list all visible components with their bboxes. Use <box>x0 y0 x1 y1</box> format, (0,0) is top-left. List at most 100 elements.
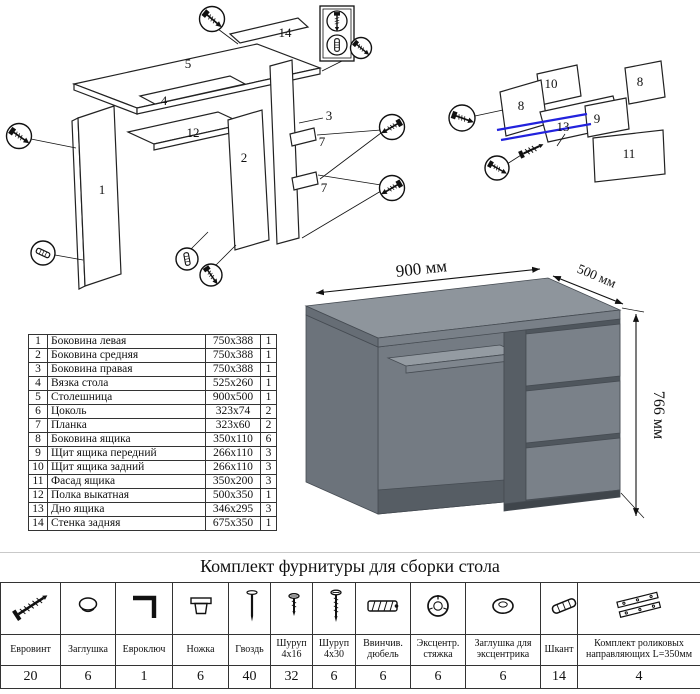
hardware-icon-cell <box>577 582 700 635</box>
hardware-qty-cell: 6 <box>465 665 541 689</box>
hardware-qty-cell: 6 <box>172 665 229 689</box>
hardware-name-cell: Ввинчив. дюбель <box>355 634 411 666</box>
wooden-dowel-icon <box>551 598 577 614</box>
hardware-icon-cell <box>312 582 356 635</box>
desk-top-left-edge <box>305 305 379 348</box>
part-number: 14 <box>28 516 48 531</box>
part-qty: 1 <box>260 334 277 349</box>
desk-drawer-2 <box>525 380 621 444</box>
part-number: 1 <box>28 334 48 349</box>
hardware-qty-cell: 14 <box>540 665 578 689</box>
dim-depth-label: 500 мм <box>575 261 619 291</box>
part-label: 3 <box>326 108 333 123</box>
screw-4x30-icon <box>330 589 342 622</box>
part-name: Щит ящика задний <box>47 460 206 475</box>
panel-drawer-facade <box>592 129 666 183</box>
part-name: Боковина левая <box>47 334 206 349</box>
hardware-icon-cell <box>270 582 313 635</box>
desk-drawer-1 <box>525 323 621 387</box>
hardware-qty-cell: 6 <box>410 665 466 689</box>
dim-line-width <box>315 266 541 296</box>
panel-left-side <box>77 105 122 287</box>
fastener-legend-box <box>319 5 355 62</box>
eccentric-cap-icon <box>492 598 514 614</box>
exploded-view-drawer: 10 8 8 9 13 11 <box>448 60 666 183</box>
part-number: 11 <box>28 474 48 489</box>
panel-drawer-side-right <box>624 60 666 105</box>
hardware-icon-cell <box>0 582 61 635</box>
part-label: 13 <box>557 119 570 134</box>
part-qty: 1 <box>260 348 277 363</box>
part-qty: 1 <box>260 488 277 503</box>
hardware-icon-cell <box>355 582 411 635</box>
eccentric-cam-icon <box>427 595 449 617</box>
part-size: 750x388 <box>205 348 261 363</box>
desk-under-shadow <box>503 489 621 512</box>
part-size: 323x60 <box>205 418 261 433</box>
hardware-name-cell: Заглушка <box>60 634 116 666</box>
hardware-name-cell: Комплект роликовых направляющих L=350мм <box>577 634 700 666</box>
hardware-qty-cell: 1 <box>115 665 173 689</box>
part-name: Столешница <box>47 390 206 405</box>
loose-screw-icon <box>517 139 547 160</box>
hardware-icon-cell <box>540 582 578 635</box>
part-number: 4 <box>28 376 48 391</box>
panel-slat-1 <box>289 127 317 147</box>
part-qty: 1 <box>260 390 277 405</box>
dim-width-label: 900 мм <box>395 256 448 281</box>
part-name: Планка <box>47 418 206 433</box>
part-number: 2 <box>28 348 48 363</box>
part-label: 14 <box>279 25 293 40</box>
part-qty: 3 <box>260 460 277 475</box>
hardware-name-cell: Евроключ <box>115 634 173 666</box>
hardware-qty-cell: 32 <box>270 665 313 689</box>
hardware-name-cell: Ножка <box>172 634 229 666</box>
hardware-callouts <box>5 5 406 287</box>
screw-in-dowel-icon <box>367 600 399 612</box>
cap-plug-icon <box>78 597 98 613</box>
part-number: 10 <box>28 460 48 475</box>
hardware-qty-cell: 40 <box>228 665 271 689</box>
hardware-icon-cell <box>60 582 116 635</box>
part-size: 346x295 <box>205 502 261 517</box>
part-size: 350x110 <box>205 432 261 447</box>
part-number: 5 <box>28 390 48 405</box>
part-number: 8 <box>28 432 48 447</box>
desk-body <box>304 277 622 515</box>
desk-unit-side <box>503 328 527 505</box>
part-number: 9 <box>28 446 48 461</box>
hardware-name-cell: Гвоздь <box>228 634 271 666</box>
hardware-name-cell: Шуруп 4x30 <box>312 634 356 666</box>
part-size: 750x388 <box>205 334 261 349</box>
part-qty: 3 <box>260 474 277 489</box>
part-label: 2 <box>241 150 248 165</box>
part-label: 4 <box>161 93 168 108</box>
dimension-lines <box>315 266 645 519</box>
hardware-kit-title: Комплект фурнитуры для сборки стола <box>200 556 500 576</box>
hardware-callouts <box>448 104 510 181</box>
part-name: Вязка стола <box>47 376 206 391</box>
panel-drawer-front <box>584 97 630 138</box>
part-name: Дно ящика <box>47 502 206 517</box>
part-size: 525x260 <box>205 376 261 391</box>
part-number: 3 <box>28 362 48 377</box>
hardware-qty-cell: 6 <box>312 665 356 689</box>
hardware-qty-cell: 20 <box>0 665 61 689</box>
hardware-icon-cell <box>115 582 173 635</box>
hardware-icon-cell <box>465 582 541 635</box>
hardware-kit-table: Евровинт Заглушка Евроключ Ножка Гвоздь … <box>0 582 700 689</box>
part-qty: 3 <box>260 502 277 517</box>
part-name: Боковина ящика <box>47 432 206 447</box>
hardware-qtys-row: 20 6 1 6 40 32 6 6 6 6 14 4 <box>0 665 700 689</box>
exploded-view-main: 14 5 4 12 2 1 3 7 7 <box>5 5 406 290</box>
dim-line-depth <box>552 275 624 305</box>
